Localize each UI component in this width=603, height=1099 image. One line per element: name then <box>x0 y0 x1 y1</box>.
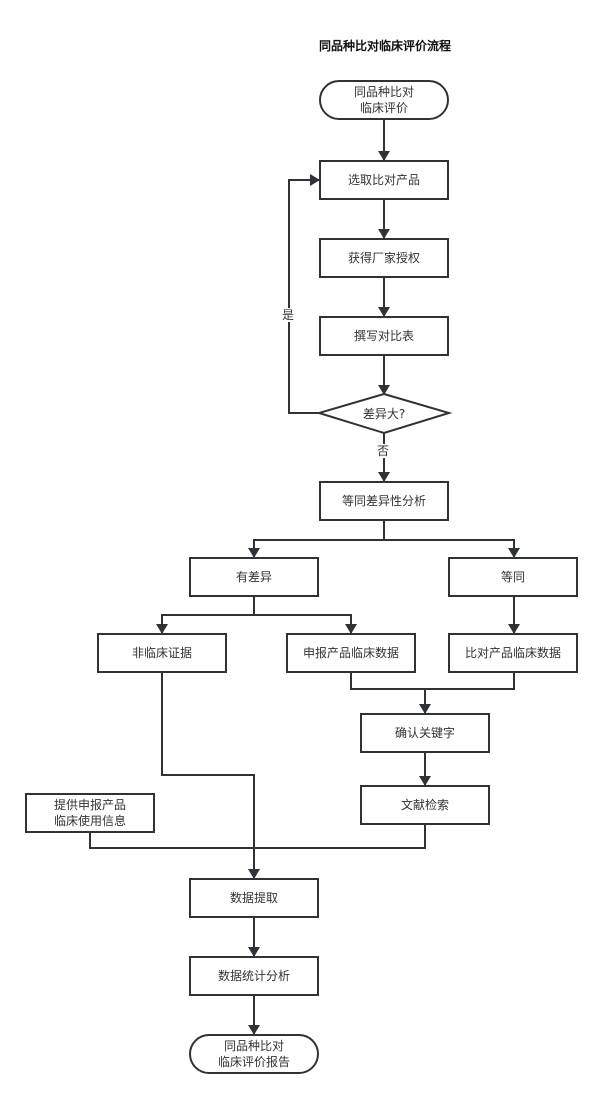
yes-label: 是 <box>282 308 295 322</box>
edge-different-applicant <box>254 614 357 634</box>
equivalent-step: 等同 <box>448 557 578 597</box>
edge-analysis-equivalent <box>384 539 520 558</box>
edge-applicant-merge <box>350 673 515 690</box>
end-terminal: 同品种比对 临床评价报告 <box>189 1034 319 1074</box>
applicant-clinical-data-step: 申报产品临床数据 <box>286 633 416 673</box>
edge-different-nonclinical <box>156 597 255 634</box>
start-terminal: 同品种比对 临床评价 <box>319 80 449 120</box>
edge-decision-yes-loop <box>288 174 320 414</box>
usage-info-step: 提供申报产品 临床使用信息 <box>25 793 155 833</box>
comparator-clinical-data-step: 比对产品临床数据 <box>448 633 578 673</box>
edge-nonclinical-extract <box>161 673 260 879</box>
nonclinical-evidence-step: 非临床证据 <box>97 633 227 673</box>
literature-search-step: 文献检索 <box>360 785 490 825</box>
statistical-analysis-step: 数据统计分析 <box>189 956 319 996</box>
edge-usage-merge <box>89 825 426 849</box>
different-step: 有差异 <box>189 557 319 597</box>
no-label: 否 <box>377 444 390 458</box>
decision-label: 差异大? <box>362 407 406 421</box>
diagram-title: 同品种比对临床评价流程 <box>318 39 451 53</box>
keywords-step: 确认关键字 <box>360 713 490 753</box>
select-product-step: 选取比对产品 <box>319 160 449 200</box>
decision-diamond <box>315 392 453 435</box>
comparison-table-step: 撰写对比表 <box>319 316 449 356</box>
authorization-step: 获得厂家授权 <box>319 238 449 278</box>
edge-analysis-split <box>248 521 385 558</box>
equivalence-analysis-step: 等同差异性分析 <box>319 481 449 521</box>
data-extraction-step: 数据提取 <box>189 878 319 918</box>
